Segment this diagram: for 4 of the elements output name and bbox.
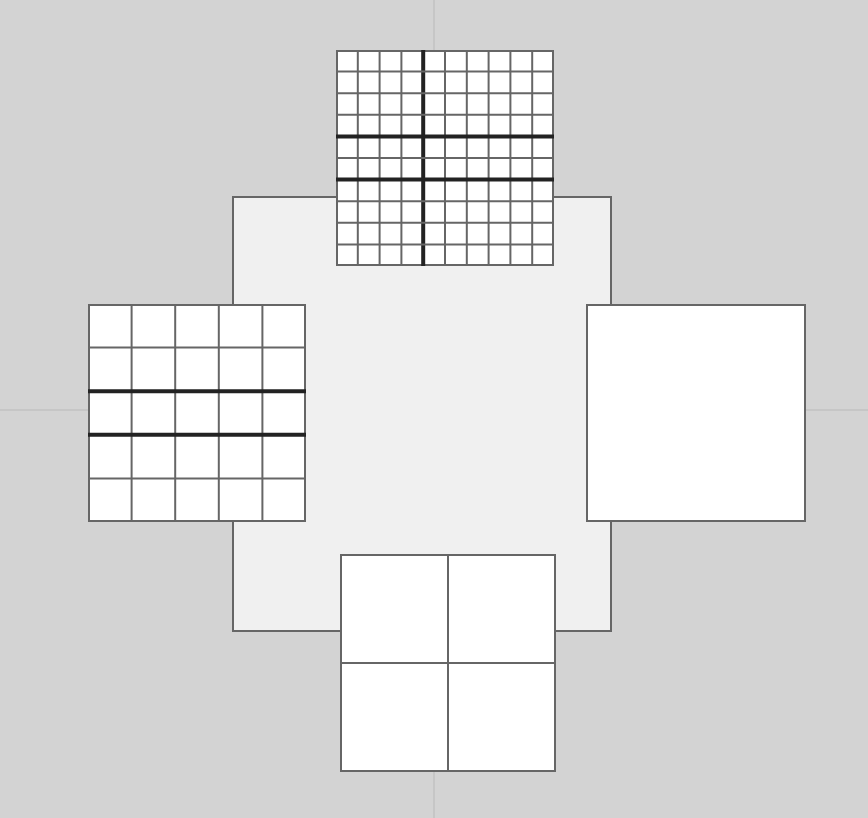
grid-square [88,304,306,522]
square-panel [586,304,806,522]
grid-square [336,50,554,266]
grid-square [340,554,556,772]
